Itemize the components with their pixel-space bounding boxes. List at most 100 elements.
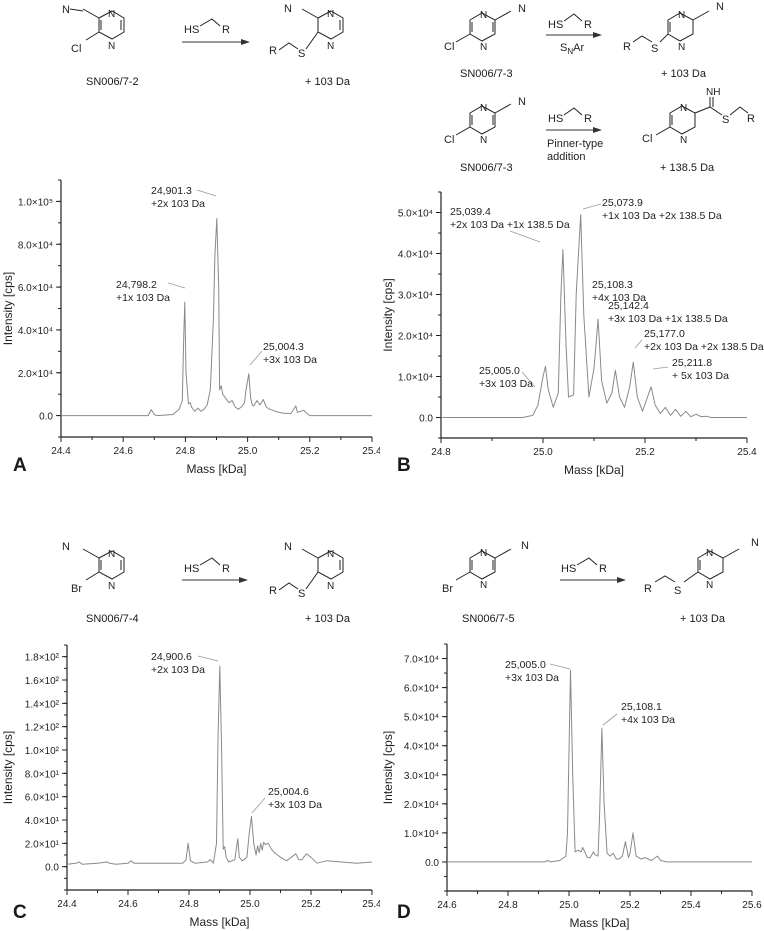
- reaction-arrow: [182, 39, 250, 45]
- reactant-5-chloropyrazine-carbonitrile: [455, 10, 512, 43]
- y-tick-label: 0.0: [45, 863, 59, 874]
- svg-text:N: N: [480, 548, 487, 559]
- svg-text:N: N: [284, 3, 292, 15]
- y-tick-label: 7.0×10⁴: [404, 655, 439, 666]
- peak-assignment: +2x 103 Da: [151, 198, 205, 210]
- peak-assignment: +2x 103 Da: [151, 664, 205, 676]
- peak-assignment: +4x 103 Da: [592, 292, 646, 304]
- svg-text:R: R: [584, 113, 592, 125]
- x-tick-label: 25.2: [300, 446, 320, 457]
- panel-label-b: B: [397, 455, 411, 476]
- scheme-b-pinner: N N N Cl HS R Pinner-type addition NH N …: [380, 85, 764, 180]
- peak-assignment: +3x 103 Da: [479, 378, 533, 390]
- peak-mass: 24,900.6: [151, 651, 192, 663]
- svg-text:R: R: [269, 45, 277, 57]
- svg-text:N: N: [680, 135, 687, 146]
- svg-text:HS: HS: [548, 19, 563, 31]
- svg-text:N: N: [678, 42, 685, 53]
- svg-text:N: N: [480, 135, 487, 146]
- scheme-d: N N N Br HS R N N N R S SN006/7-5 + 103 …: [380, 520, 764, 640]
- x-tick-label: 24.8: [498, 900, 518, 911]
- y-tick-label: 6.0×10¹: [25, 793, 60, 804]
- svg-text:N: N: [108, 549, 115, 560]
- x-axis-label: Mass [kDa]: [569, 916, 629, 930]
- reactant-5-bromopyrazine-carbonitrile: [455, 548, 512, 581]
- svg-text:N: N: [680, 103, 687, 114]
- spectrum-line: [441, 214, 747, 418]
- svg-text:N: N: [327, 9, 334, 20]
- svg-text:S: S: [722, 114, 729, 126]
- svg-text:HS: HS: [561, 563, 576, 575]
- svg-text:N: N: [751, 537, 759, 549]
- y-axis-label: Intensity [cps]: [381, 278, 395, 351]
- svg-text:R: R: [644, 583, 652, 595]
- svg-text:N: N: [108, 9, 115, 20]
- peak-assignment: +3x 103 Da: [505, 672, 559, 684]
- svg-text:N: N: [706, 580, 713, 591]
- x-tick-label: 25.0: [240, 899, 260, 910]
- y-tick-label: 6.0×10⁴: [404, 684, 439, 695]
- peak-mass: 24,901.3: [151, 185, 192, 197]
- peak-annotation: 25,108.3+4x 103 Da: [592, 279, 646, 304]
- peak-assignment: +2x 103 Da +1x 138.5 Da: [450, 219, 570, 231]
- peak-assignment: +3x 103 Da: [268, 799, 322, 811]
- peak-mass: 25,108.3: [592, 279, 633, 291]
- peak-assignment: +1x 103 Da +2x 138.5 Da: [602, 210, 722, 222]
- peak-mass: 25,039.4: [450, 206, 491, 218]
- svg-text:HS: HS: [184, 563, 199, 575]
- peak-mass: 25,108.1: [621, 701, 662, 713]
- panel-label-c: C: [13, 902, 27, 923]
- peak-mass: 25,005.0: [479, 365, 520, 377]
- mass-shift: + 103 Da: [661, 68, 706, 80]
- peak-annotation: 24,901.3+2x 103 Da: [151, 185, 217, 210]
- svg-text:N: N: [480, 103, 487, 114]
- x-tick-label: 25.4: [362, 446, 380, 457]
- svg-text:N: N: [518, 3, 526, 15]
- svg-text:Cl: Cl: [444, 41, 454, 53]
- atom-n: N: [62, 4, 70, 16]
- y-tick-label: 2.0×10⁴: [404, 800, 439, 811]
- x-tick-label: 24.4: [57, 899, 77, 910]
- x-tick-label: 24.4: [51, 446, 71, 457]
- peak-assignment: +2x 103 Da +2x 138.5 Da: [644, 341, 764, 353]
- halogen-label: Cl: [71, 43, 81, 55]
- peak-assignment: +4x 103 Da: [621, 714, 675, 726]
- peak-mass: 25,005.0: [505, 659, 546, 671]
- x-axis-label: Mass [kDa]: [189, 915, 249, 929]
- svg-text:N: N: [480, 10, 487, 21]
- x-axis-label: Mass [kDa]: [186, 462, 246, 476]
- svg-text:R: R: [599, 563, 607, 575]
- y-axis-label: Intensity [cps]: [381, 731, 395, 804]
- svg-text:N: N: [521, 540, 529, 552]
- panel-label-d: D: [397, 902, 411, 923]
- peak-annotation: 25,142.4+3x 103 Da +1x 138.5 Da: [608, 300, 728, 325]
- svg-text:S: S: [298, 48, 305, 60]
- reactant-5-chloropyrazine-carbonitrile: [455, 103, 512, 136]
- svg-text:Br: Br: [71, 583, 82, 595]
- y-tick-label: 1.0×10⁴: [398, 373, 433, 384]
- x-tick-label: 25.0: [533, 447, 553, 458]
- panel-label-a: A: [13, 455, 27, 476]
- y-tick-label: 4.0×10¹: [25, 816, 60, 827]
- mass-shift: + 138.5 Da: [660, 162, 715, 174]
- x-tick-label: 24.6: [437, 900, 457, 911]
- y-tick-label: 2.0×10¹: [25, 839, 60, 850]
- svg-text:R: R: [269, 585, 277, 597]
- axes: 0.01.0×10⁴2.0×10⁴3.0×10⁴4.0×10⁴5.0×10⁴24…: [381, 191, 757, 477]
- y-tick-label: 1.4×10²: [25, 699, 60, 710]
- x-tick-label: 25.2: [301, 899, 321, 910]
- scheme-a-structures: N N N Cl HS R N N N R S: [62, 3, 344, 60]
- svg-text:Cl: Cl: [444, 134, 454, 146]
- peak-mass: 25,004.6: [268, 786, 309, 798]
- x-tick-label: 25.4: [681, 900, 701, 911]
- peak-annotation: 25,073.9+1x 103 Da +2x 138.5 Da: [582, 197, 722, 222]
- product-thioether: [654, 548, 740, 583]
- peak-annotation: 25,211.8+ 5x 103 Da: [652, 357, 729, 382]
- peak-mass: 25,004.3: [263, 341, 304, 353]
- svg-text:N: N: [480, 580, 487, 591]
- x-tick-label: 24.6: [118, 899, 138, 910]
- peak-mass: 25,177.0: [644, 328, 685, 340]
- svg-text:N: N: [327, 581, 334, 592]
- svg-text:R: R: [623, 41, 631, 53]
- reactant-id: SN006/7-2: [86, 76, 139, 88]
